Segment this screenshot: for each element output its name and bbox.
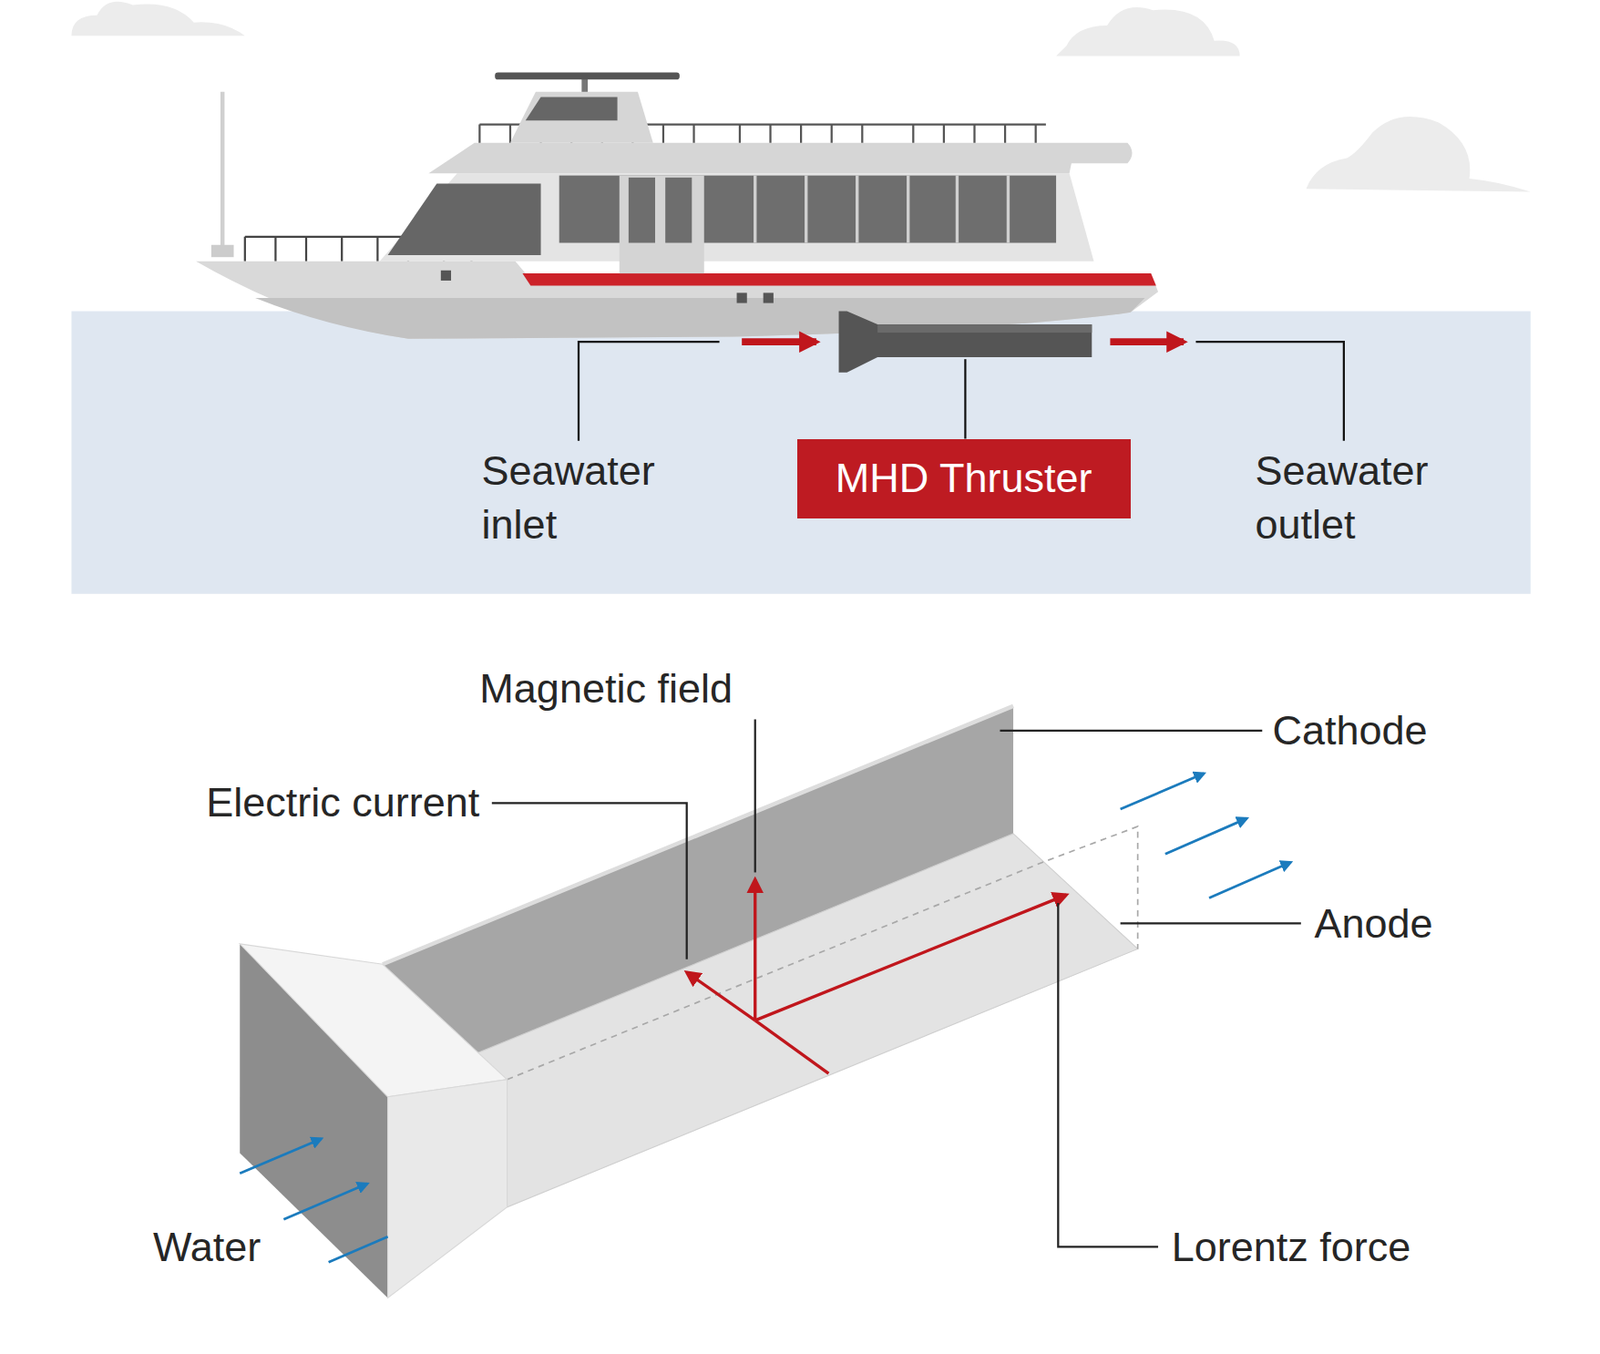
box-label: MHD Thruster [835, 453, 1093, 503]
mast-base [211, 245, 235, 257]
upper-deck-roof [428, 143, 1132, 175]
door-window [665, 177, 692, 244]
porthole [737, 292, 748, 303]
cloud [1056, 7, 1241, 57]
water-arrow [1120, 773, 1205, 810]
flow-arrow [1109, 338, 1184, 346]
bridge [510, 92, 654, 144]
label-holder: Seawater inlet [482, 444, 701, 552]
label-holder: Lorentz force [1171, 1222, 1412, 1272]
magnetic-field-arrow [753, 879, 757, 1021]
flow-arrow [741, 338, 817, 346]
lorentz-force-arrow [755, 894, 1067, 1021]
water-arrow [239, 1138, 322, 1174]
water-arrow [1165, 818, 1248, 854]
water-arrow [283, 1183, 368, 1220]
channel-dashed-edge [507, 826, 1139, 1080]
windshield [388, 184, 542, 256]
label-holder: Electric current [205, 778, 480, 828]
part-label: Seawater inlet [482, 444, 701, 552]
label-holder: Cathode [1272, 706, 1428, 756]
thruster-label-box: MHD Thruster [797, 439, 1131, 519]
boat-mast [220, 92, 225, 251]
cabin-door [619, 175, 705, 275]
cabin-windows [559, 175, 1057, 244]
boat-cabin [379, 173, 1095, 261]
part-label: Anode [1313, 899, 1433, 949]
water-arrow [328, 1236, 389, 1262]
thruster-highlight [877, 324, 1092, 333]
window-dividers [755, 175, 1009, 244]
funnel-side [388, 1079, 508, 1299]
part-label: Seawater outlet [1254, 444, 1474, 552]
bridge-roof [494, 72, 680, 81]
electric-current-arrow [687, 972, 756, 1021]
door-window [628, 177, 656, 244]
leader-line [1120, 922, 1302, 924]
part-label: Magnetic field [479, 664, 733, 714]
part-label: Electric current [205, 778, 480, 828]
leader-line [1057, 902, 1159, 1247]
water-band [71, 311, 1530, 595]
part-label: Cathode [1272, 706, 1428, 756]
funnel-top [239, 943, 507, 1098]
current-tail [755, 1020, 830, 1074]
leader-line [964, 358, 966, 439]
label-holder: Magnetic field [479, 664, 733, 714]
label-holder: Anode [1313, 899, 1433, 949]
leader-line [1195, 341, 1344, 442]
leader-line [754, 718, 757, 872]
leader-line [999, 729, 1262, 732]
porthole [763, 292, 774, 303]
leader-line [578, 341, 720, 442]
cloud [1305, 116, 1530, 192]
part-label: Lorentz force [1171, 1222, 1412, 1272]
label-holder: Seawater outlet [1254, 444, 1474, 552]
cloud [71, 1, 245, 36]
part-label: Water [153, 1222, 261, 1272]
bridge-post [581, 77, 588, 93]
label-holder: Water [153, 1222, 261, 1272]
water-arrow [1209, 861, 1292, 898]
hull-red-stripe [522, 273, 1156, 286]
leader-line [492, 802, 688, 959]
bridge-window [525, 96, 618, 121]
hull-lower-band [255, 297, 1145, 339]
porthole [441, 270, 452, 281]
